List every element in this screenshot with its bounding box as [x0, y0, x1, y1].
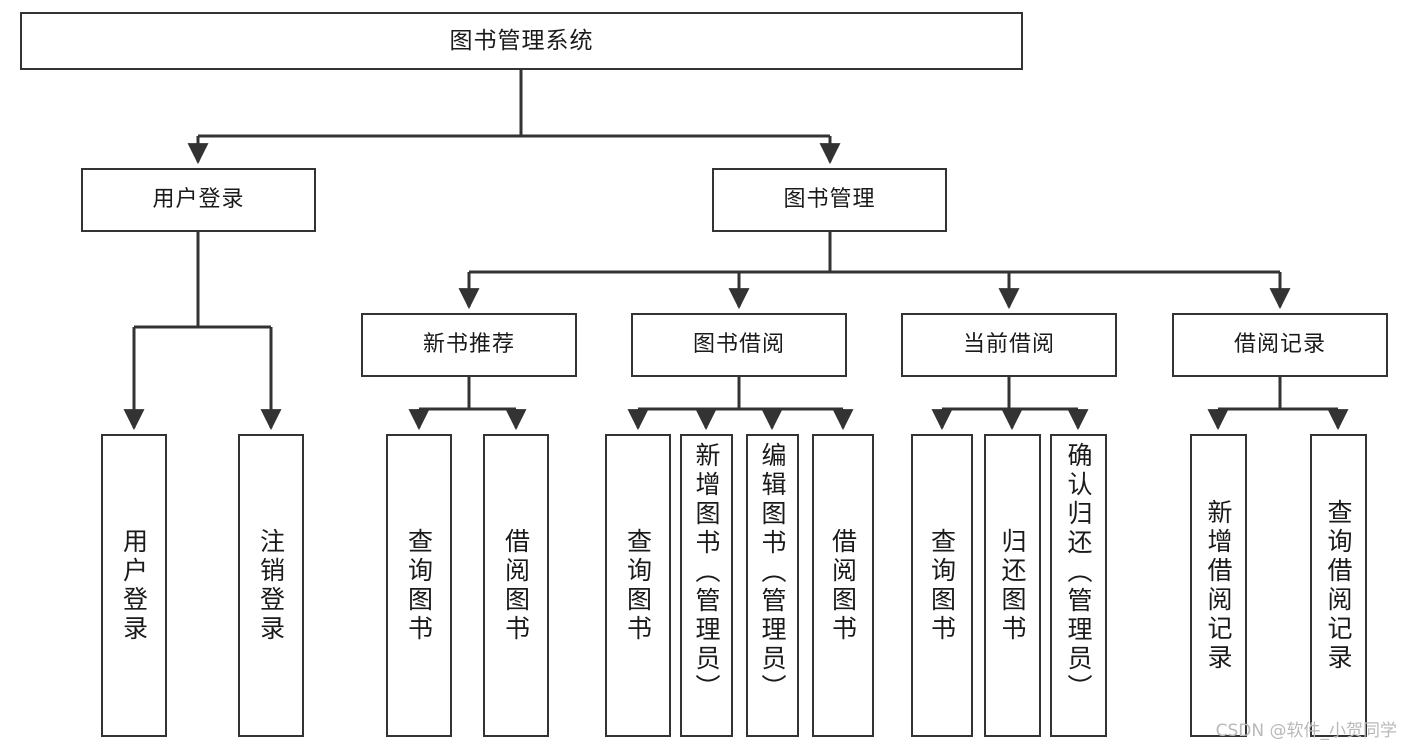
node-leaf-logout[interactable]: 注销登录: [238, 434, 304, 737]
node-book-borrow-label: 图书借阅: [692, 332, 785, 358]
node-leaf-add-book[interactable]: 新增图书（管理员）: [680, 434, 733, 737]
node-leaf-borrow-book-1[interactable]: 借阅图书: [483, 434, 549, 737]
node-new-book-rec-label: 新书推荐: [422, 332, 515, 358]
node-leaf-query-book-3-label: 查询图书: [927, 527, 957, 644]
node-leaf-user-login[interactable]: 用户登录: [101, 434, 167, 737]
node-root[interactable]: 图书管理系统: [20, 12, 1023, 70]
node-leaf-query-book-1-label: 查询图书: [404, 527, 434, 644]
node-root-label: 图书管理系统: [449, 27, 594, 54]
node-leaf-confirm-return-label: 确认归还（管理员）: [1064, 442, 1093, 703]
node-leaf-confirm-return[interactable]: 确认归还（管理员）: [1050, 434, 1107, 737]
node-book-manage[interactable]: 图书管理: [712, 168, 947, 232]
node-borrow-record-label: 借阅记录: [1233, 332, 1326, 358]
node-leaf-edit-book-label: 编辑图书（管理员）: [758, 442, 787, 703]
node-leaf-logout-label: 注销登录: [256, 527, 286, 644]
node-leaf-return-book[interactable]: 归还图书: [984, 434, 1041, 737]
node-leaf-query-book-3[interactable]: 查询图书: [911, 434, 973, 737]
node-leaf-return-book-label: 归还图书: [998, 527, 1027, 644]
node-leaf-query-record-label: 查询借阅记录: [1324, 498, 1353, 673]
node-leaf-borrow-book-2-label: 借阅图书: [828, 527, 858, 644]
node-user-login-label: 用户登录: [152, 187, 245, 213]
csdn-watermark: CSDN @软件_小贺同学: [1215, 721, 1397, 741]
node-leaf-add-record-label: 新增借阅记录: [1204, 498, 1233, 673]
node-leaf-query-book-2-label: 查询图书: [623, 527, 653, 644]
node-new-book-rec[interactable]: 新书推荐: [361, 313, 577, 377]
node-book-manage-label: 图书管理: [783, 187, 876, 213]
node-borrow-record[interactable]: 借阅记录: [1172, 313, 1388, 377]
node-leaf-add-record[interactable]: 新增借阅记录: [1190, 434, 1247, 737]
node-book-borrow[interactable]: 图书借阅: [631, 313, 847, 377]
node-leaf-edit-book[interactable]: 编辑图书（管理员）: [746, 434, 799, 737]
node-leaf-query-book-2[interactable]: 查询图书: [605, 434, 671, 737]
node-current-borrow-label: 当前借阅: [962, 332, 1055, 358]
node-leaf-add-book-label: 新增图书（管理员）: [692, 442, 721, 703]
node-leaf-query-record[interactable]: 查询借阅记录: [1310, 434, 1367, 737]
node-current-borrow[interactable]: 当前借阅: [901, 313, 1117, 377]
node-leaf-query-book-1[interactable]: 查询图书: [386, 434, 452, 737]
node-leaf-borrow-book-2[interactable]: 借阅图书: [812, 434, 874, 737]
node-leaf-user-login-label: 用户登录: [119, 527, 149, 644]
node-leaf-borrow-book-1-label: 借阅图书: [501, 527, 531, 644]
node-user-login[interactable]: 用户登录: [81, 168, 316, 232]
